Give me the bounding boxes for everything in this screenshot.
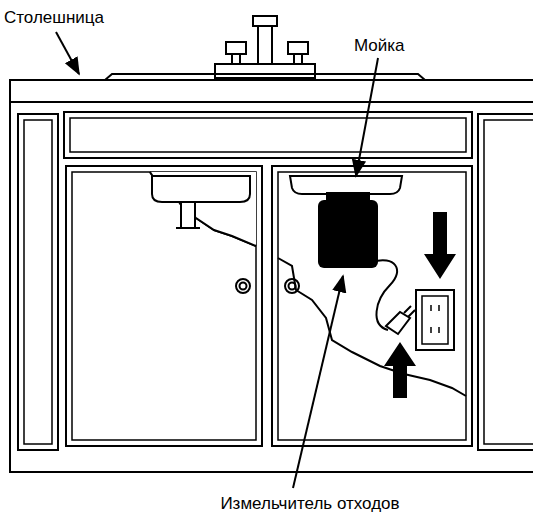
countertop-label: Столешница bbox=[2, 8, 106, 28]
disposer-label: Измельчитель отходов bbox=[218, 494, 401, 514]
sink-label: Мойка bbox=[352, 36, 407, 56]
